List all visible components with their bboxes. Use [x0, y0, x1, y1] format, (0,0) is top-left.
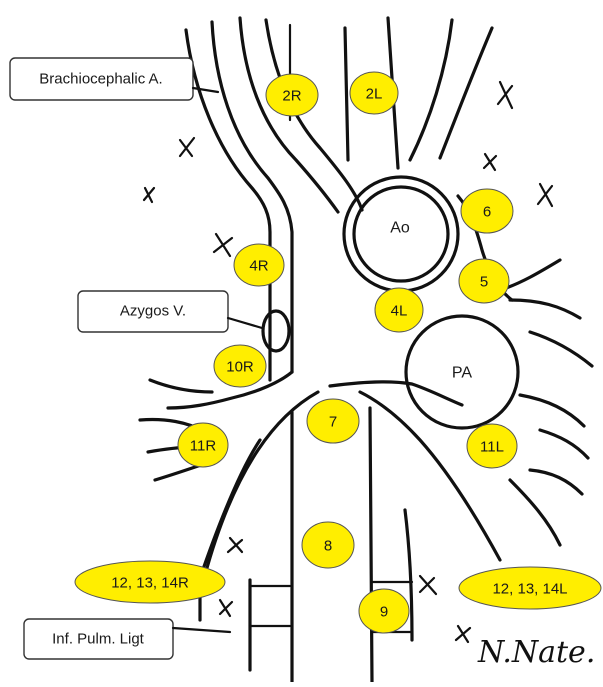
station-12-13-14L: 12, 13, 14L: [459, 567, 601, 609]
callout-inf-pulm-ligt-label: Inf. Pulm. Ligt: [52, 631, 145, 648]
station-11L-label: 11L: [480, 439, 504, 456]
callout-azygos: Azygos V.: [78, 291, 262, 332]
station-10R: 10R: [214, 345, 266, 387]
station-12-13-14L-label: 12, 13, 14L: [492, 581, 567, 598]
station-7-label: 7: [329, 414, 337, 431]
x-mark: [420, 576, 436, 594]
signature-mark: N.Nate.: [477, 635, 595, 670]
station-9-label: 9: [380, 604, 388, 621]
station-7: 7: [307, 399, 359, 443]
station-2R-label: 2R: [282, 88, 301, 105]
x-mark: [180, 138, 194, 156]
esophagus-right-wall: [370, 408, 372, 682]
x-mark: [220, 600, 232, 616]
pulmonary-artery-label: PA: [452, 365, 472, 382]
left-subclavian-outer: [410, 20, 452, 160]
callout-azygos-label: Azygos V.: [120, 303, 186, 320]
azygos-vein-outline: [263, 311, 289, 351]
station-2R: 2R: [266, 74, 318, 116]
x-mark: [144, 188, 154, 202]
left-bronchus-upper: [330, 382, 462, 405]
callout-azygos-leader: [228, 318, 262, 328]
station-12-13-14R: 12, 13, 14R: [75, 561, 225, 603]
station-4L: 4L: [375, 288, 423, 332]
callout-brachiocephalic-leader: [193, 88, 218, 92]
callout-inf-pulm-ligt-leader: [173, 628, 230, 632]
x-mark: [214, 234, 232, 256]
station-9: 9: [359, 589, 409, 633]
x-mark: [456, 626, 470, 642]
station-5: 5: [459, 259, 509, 303]
x-mark: [484, 154, 496, 170]
station-11R: 11R: [178, 423, 228, 467]
station-4R: 4R: [234, 244, 284, 286]
carina-left: [205, 392, 318, 575]
left-hilum-branch-1: [510, 300, 580, 318]
station-5-label: 5: [480, 274, 488, 291]
callout-inf-pulm-ligt: Inf. Pulm. Ligt: [24, 619, 230, 659]
left-hilum-branch-2: [530, 332, 592, 366]
right-upper-lobe-branch: [150, 380, 212, 392]
station-12-13-14R-label: 12, 13, 14R: [111, 575, 189, 592]
trachea-center-line: [345, 28, 348, 160]
aorta-label: Ao: [390, 220, 410, 237]
station-11R-label: 11R: [190, 438, 217, 455]
station-4L-label: 4L: [391, 303, 408, 320]
callout-brachiocephalic-label: Brachiocephalic A.: [39, 71, 162, 88]
station-6: 6: [461, 189, 513, 233]
x-mark: [538, 184, 552, 206]
left-hilum-branch-5: [530, 470, 582, 494]
station-10R-label: 10R: [226, 359, 254, 376]
lymph-node-stations: 2R 2L 6 4R 5 4L 10R 7: [75, 72, 601, 633]
callout-brachiocephalic: Brachiocephalic A.: [10, 58, 218, 100]
author-signature: N.Nate.: [477, 635, 595, 670]
left-lower-branch: [510, 480, 560, 545]
x-mark: [498, 82, 512, 108]
left-hilum-branch-4: [540, 430, 588, 458]
left-hilum-branch-3: [520, 395, 584, 426]
station-8-label: 8: [324, 538, 332, 555]
station-2L: 2L: [350, 72, 398, 114]
station-6-label: 6: [483, 204, 491, 221]
station-11L: 11L: [467, 424, 517, 468]
station-4R-label: 4R: [249, 258, 268, 275]
station-8: 8: [302, 522, 354, 568]
x-mark: [228, 538, 242, 552]
station-2L-label: 2L: [366, 86, 383, 103]
